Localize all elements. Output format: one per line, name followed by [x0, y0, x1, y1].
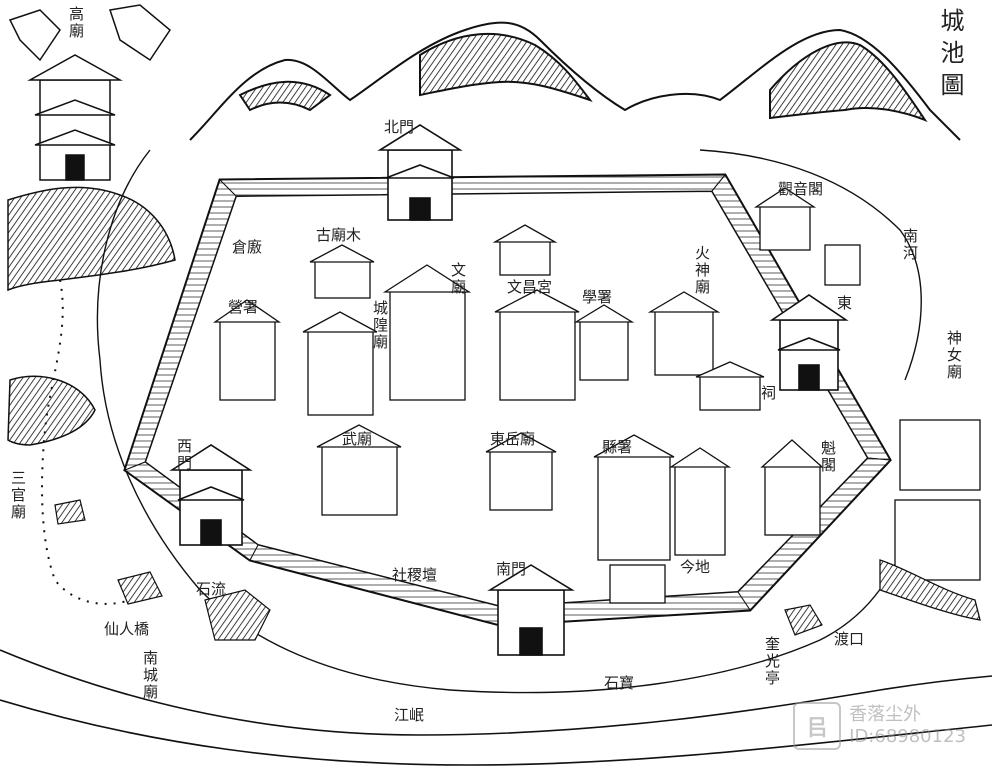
label-top-temple: 高廟 [67, 6, 85, 40]
label-county-office: 縣署 [602, 438, 633, 456]
label-city-god-temple: 城隍廟 [371, 300, 389, 351]
hilltop-temple [27, 54, 123, 181]
label-yamen: 營署 [228, 298, 259, 316]
map-title: 城池圖 [936, 8, 964, 104]
label-north-gate: 北門 [384, 118, 415, 136]
east-town [879, 419, 981, 621]
label-south-gate: 南門 [496, 560, 527, 578]
label-east-mound: 觀音閣 [778, 180, 824, 198]
city-road [96, 149, 922, 694]
label-stone-flow: 石流 [196, 580, 227, 598]
label-south-temple: 南城廟 [141, 650, 159, 701]
watermark-text: 香落尘外 ID:68980123 [849, 704, 966, 748]
label-wu-temple: 武廟 [342, 430, 373, 448]
river [0, 649, 992, 766]
label-ferry-crossing: 渡口 [834, 630, 865, 648]
interior-buildings [212, 187, 861, 604]
label-river: 江岷 [394, 706, 425, 724]
watermark-logo-icon: 㠯 [793, 702, 842, 750]
label-east-river: 南河 [901, 228, 919, 262]
watermark-id: ID:68980123 [849, 726, 966, 747]
label-altar: 社稷壇 [392, 566, 438, 584]
label-field: 今地 [680, 558, 711, 576]
mountain-range [189, 21, 961, 141]
label-shrine: 祠 [759, 385, 777, 402]
label-west-gate: 西門 [175, 438, 193, 472]
label-ferry-pavilion: 奎光亭 [763, 636, 781, 687]
label-stone-bridge: 石寶 [604, 674, 635, 692]
south-gate-tower [487, 564, 575, 656]
label-ancient-temple: 古廟木 [316, 226, 362, 244]
watermark: 㠯 香落尘外 ID:68980123 [793, 702, 966, 750]
west-gate-tower [169, 444, 253, 546]
east-gate-tower [769, 294, 849, 391]
label-granary: 倉廒 [232, 238, 263, 256]
label-wenchang: 文昌宮 [507, 278, 553, 296]
dotted-trail [41, 279, 131, 605]
label-hermit-bridge: 仙人橋 [104, 620, 150, 638]
label-wen-temple: 文廟 [449, 262, 467, 296]
label-shen-nv-temple: 神女廟 [945, 330, 963, 381]
label-pagoda: 魁閣 [819, 440, 837, 474]
label-east-temple: 東岳廟 [490, 430, 536, 448]
north-gate-tower [377, 124, 463, 221]
label-storehouse: 學署 [582, 288, 613, 306]
left-hills [7, 4, 176, 446]
label-west-bank: 三官廟 [9, 470, 27, 521]
river-rocks [54, 499, 823, 641]
watermark-brand: 香落尘外 [849, 704, 922, 725]
label-east-gate: 東 [837, 294, 853, 312]
label-huo-temple: 火神廟 [693, 245, 711, 296]
